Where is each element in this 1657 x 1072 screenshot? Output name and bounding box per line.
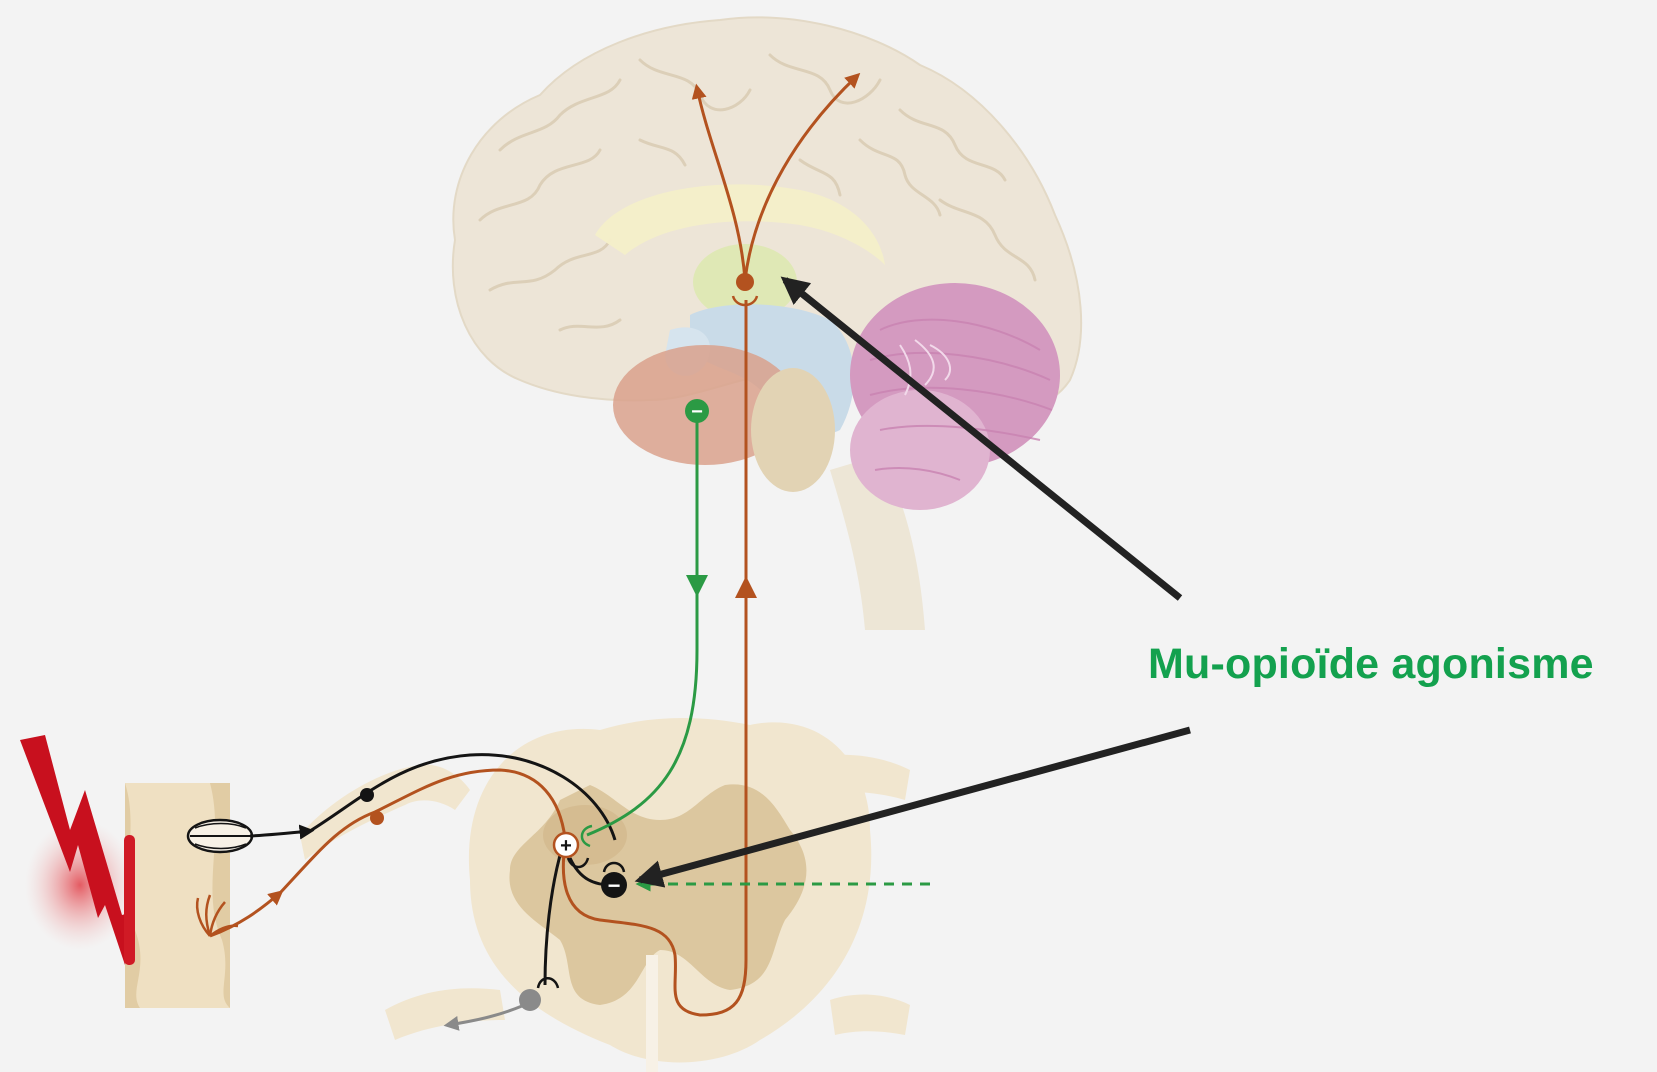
spinal-cord-cross-section [385,718,910,1072]
ascending-arrow [735,576,757,598]
brain-illustration [453,17,1081,630]
excitatory-plus-symbol: + [560,835,572,857]
motor-neuron [519,989,541,1011]
dorsal-root-ganglion-black [360,788,374,802]
ventral-root-left [385,988,505,1040]
thalamic-relay-neuron [736,273,754,291]
ventral-root-right [830,995,910,1035]
mechanoreceptor-icon [188,820,252,852]
skin-tissue-block [20,735,230,1008]
dorsal-root-ganglion-brown [370,811,384,825]
mu-opioid-agonism-label: Mu-opioïde agonisme [1148,640,1594,689]
descending-arrow [686,575,708,597]
injury-band [124,835,135,965]
pons [751,368,835,492]
pag-minus-symbol: − [691,401,703,423]
inhibitory-minus-symbol: − [608,873,621,898]
